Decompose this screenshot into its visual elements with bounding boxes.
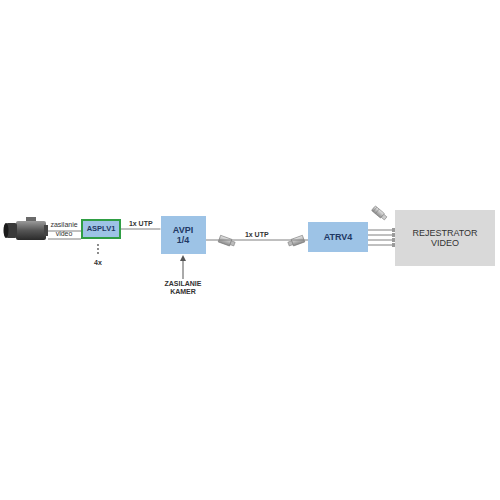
cable-line — [368, 245, 395, 246]
rj45-plug — [287, 235, 304, 247]
power-injector-box: AVPI 1/4 — [161, 216, 206, 254]
cable-line — [206, 240, 309, 241]
cable-line — [368, 230, 395, 231]
cable-label: 1x UTP — [128, 220, 154, 227]
video-wire — [48, 239, 81, 240]
rj45-plug — [218, 235, 235, 247]
camera-icon — [4, 217, 49, 240]
cable-line — [368, 235, 395, 236]
cable-line — [368, 240, 395, 241]
receiver-box: ATRV4 — [308, 222, 368, 252]
count-label: 4x — [94, 259, 102, 267]
node-text: AVPI 1/4 — [168, 225, 198, 246]
recorder-box: REJESTRATOR VIDEO — [395, 210, 495, 266]
repeat-dots — [97, 244, 99, 254]
node-text: ATRV4 — [324, 232, 353, 242]
cable-line — [121, 229, 161, 230]
wire-label: zasilanie — [50, 221, 77, 229]
power-label: ZASILANIE KAMER — [161, 280, 205, 296]
splitter-box: ASPLV1 — [81, 219, 121, 239]
bnc-connector — [371, 206, 387, 221]
node-text: ASPLV1 — [87, 225, 116, 234]
wire-label: video — [56, 229, 73, 237]
power-arrow — [183, 258, 184, 279]
cable-label: 1x UTP — [244, 231, 270, 238]
node-text: REJESTRATOR VIDEO — [403, 228, 487, 249]
